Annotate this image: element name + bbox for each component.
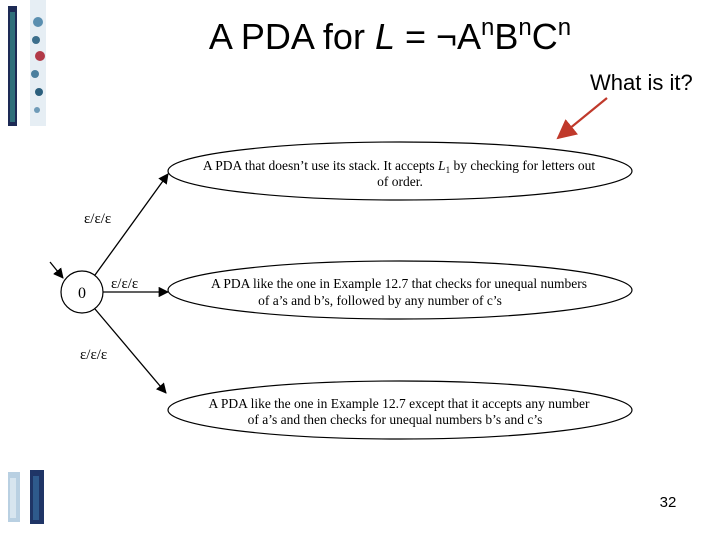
branch-pda-1-line2: of order. bbox=[377, 174, 423, 189]
decorative-strip-bottom bbox=[8, 470, 44, 524]
branch-pda-3-line1: A PDA like the one in Example 12.7 excep… bbox=[209, 396, 590, 411]
slide-title: A PDA for L = ¬AnBnCn bbox=[208, 14, 572, 57]
branch-pda-2-line1: A PDA like the one in Example 12.7 that … bbox=[211, 276, 587, 291]
page-number: 32 bbox=[659, 494, 677, 511]
question-label: What is it? bbox=[590, 70, 693, 95]
branch-pda-2-line2: of a’s and b’s, followed by any number o… bbox=[258, 293, 502, 308]
branch-pda-1 bbox=[167, 141, 633, 201]
branch-pda-3 bbox=[167, 380, 633, 440]
branch-pda-1-line1: A PDA that doesn’t use its stack. It acc… bbox=[203, 158, 596, 175]
edge-label-bottom: ε/ε/ε bbox=[80, 347, 107, 363]
start-state-label: 0 bbox=[78, 285, 86, 302]
edge-label-middle: ε/ε/ε bbox=[111, 276, 138, 292]
edge-label-top: ε/ε/ε bbox=[84, 211, 111, 227]
start-arrow bbox=[49, 261, 64, 279]
transition-top bbox=[94, 173, 169, 276]
branch-pda-2 bbox=[167, 260, 633, 320]
transition-bottom bbox=[94, 308, 167, 394]
decorative-strip-top bbox=[8, 0, 46, 126]
branch-pda-3-line2: of a’s and then checks for unequal numbe… bbox=[248, 412, 543, 427]
annotation-arrow bbox=[556, 97, 608, 140]
